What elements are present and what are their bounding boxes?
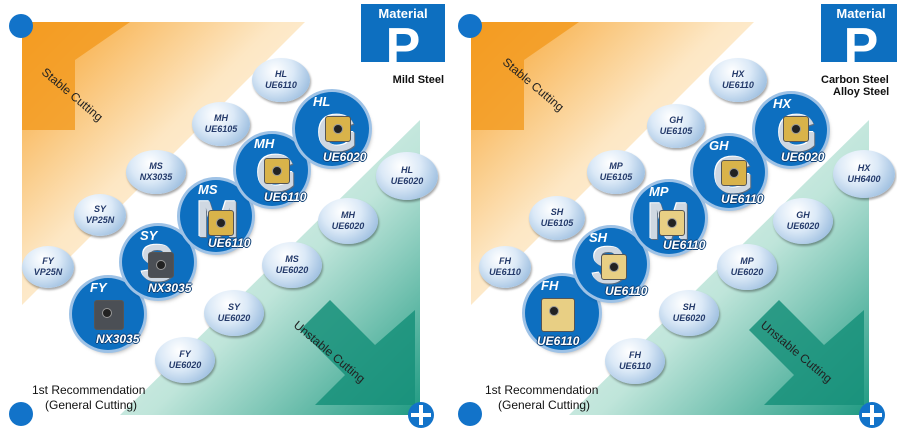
insert-image-mp: [659, 210, 685, 236]
cross-marker-bottom-right: [859, 402, 885, 428]
corner-dot-bottom-left: [458, 402, 482, 426]
insert-image-gh: [721, 160, 747, 186]
material-title: Material: [378, 6, 428, 21]
material-letter: P: [385, 18, 421, 76]
insert-image-mh: [264, 158, 290, 184]
grade-label: UE6110: [208, 236, 251, 250]
main-circle-fy: FY NX3035: [72, 278, 144, 350]
grade-label: UE6020: [781, 150, 825, 164]
material-title: Material: [836, 6, 886, 21]
main-circle-sh: SH S UE6110: [575, 228, 647, 300]
insert-image-sh: [601, 254, 627, 280]
main-circle-mh: MH G UE6110: [236, 134, 308, 206]
main-circle-hl: HL G UE6020: [295, 92, 369, 166]
material-description: Mild Steel: [392, 74, 444, 86]
material-box: Material P: [361, 4, 445, 73]
insert-image-fh: [541, 298, 575, 332]
grade-label: UE6110: [605, 284, 648, 298]
first-recommendation-label: 1st Recommendation (General Cutting): [485, 383, 599, 412]
material-description: Carbon Steel Alloy Steel: [821, 74, 890, 98]
chipbreaker-panel-mild-steel: Material P Mild Steel Stable Cutting Uns…: [0, 0, 448, 433]
main-circle-gh: GH G UE6110: [693, 136, 765, 208]
insert-image-hl: [325, 116, 351, 142]
main-circle-mp: MP M UE6110: [633, 182, 705, 254]
main-circle-hx: HX G UE6020: [755, 94, 827, 166]
grade-label: UE6110: [264, 190, 307, 204]
grade-label: UE6110: [663, 238, 706, 252]
chipbreaker-panel-carbon-alloy-steel: Material P Carbon Steel Alloy Steel Stab…: [449, 0, 897, 433]
cross-marker-bottom-right: [408, 402, 434, 428]
first-recommendation-label: 1st Recommendation (General Cutting): [32, 383, 146, 412]
grade-label: UE6110: [721, 192, 764, 206]
main-circle-ms: MS M UE6110: [180, 180, 252, 252]
corner-dot-top-left: [9, 14, 33, 38]
insert-image-sy: [148, 252, 174, 278]
main-circle-sy: SY S NX3035: [122, 226, 194, 298]
corner-dot-top-left: [458, 14, 482, 38]
corner-dot-bottom-left: [9, 402, 33, 426]
insert-image-hx: [783, 116, 809, 142]
grade-label: UE6020: [323, 150, 367, 164]
material-letter: P: [843, 18, 879, 76]
insert-image-ms: [208, 210, 234, 236]
grade-label: UE6110: [537, 334, 580, 348]
insert-image-fy: [94, 300, 124, 330]
grade-label: NX3035: [148, 281, 192, 295]
material-box: Material P: [821, 4, 897, 73]
grade-label: NX3035: [96, 332, 140, 346]
